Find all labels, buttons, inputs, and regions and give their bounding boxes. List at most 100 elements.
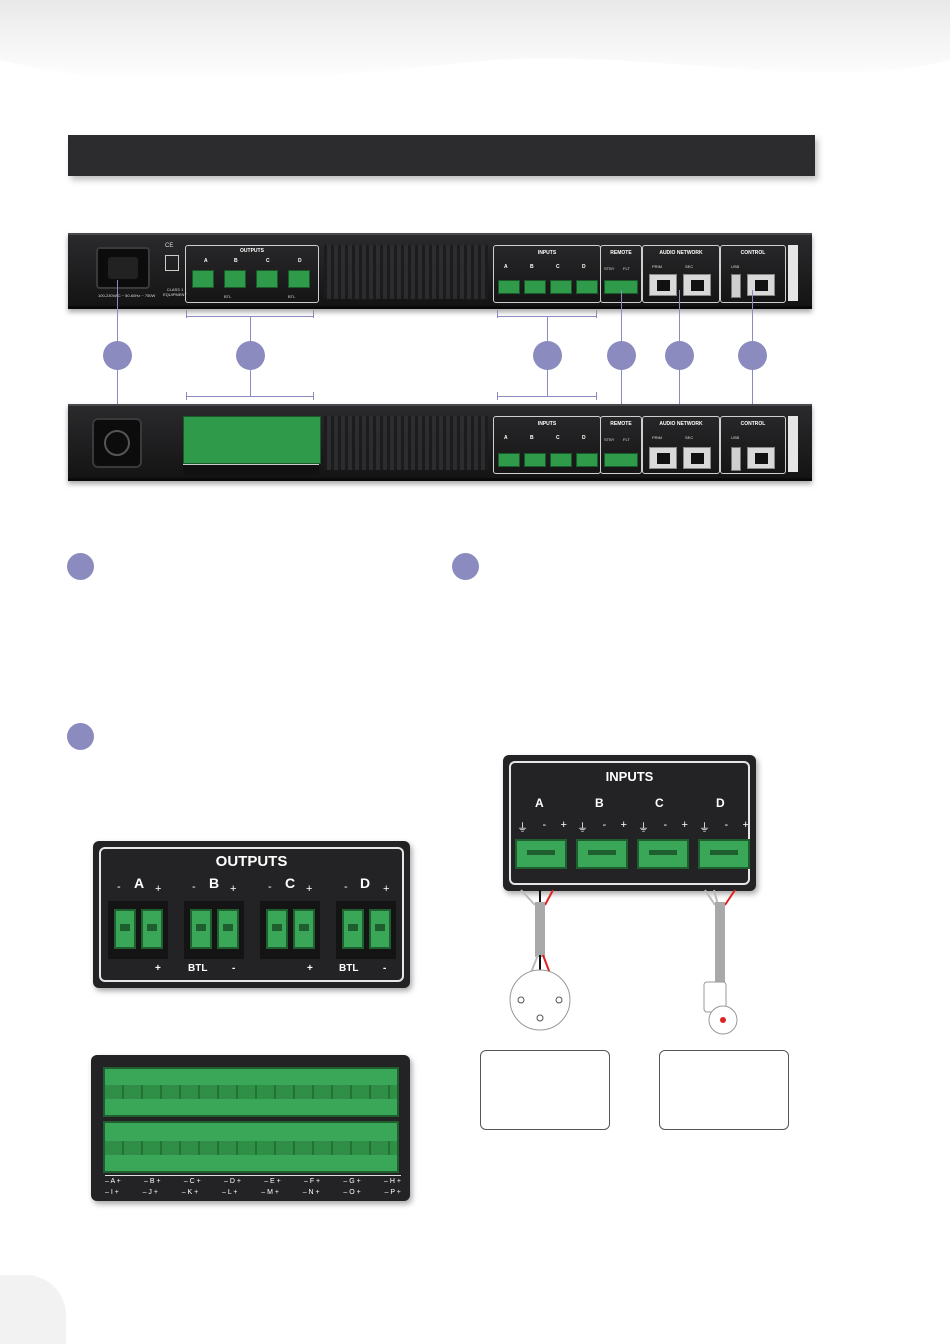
pin-minus: - (663, 819, 668, 831)
inputs-detail-channel-b: B (595, 796, 604, 810)
input-terminal-a (498, 280, 520, 294)
inputs-detail-terminal-b (576, 839, 628, 869)
pin-plus: + (742, 819, 749, 831)
outputs-bracket-top-right (313, 310, 314, 318)
terminal-legend-row-1: – A + – B + – C + – D + – E + – F + – G … (105, 1178, 401, 1185)
outputs-detail-plus-d: + (383, 883, 390, 895)
pin-minus: - (602, 819, 607, 831)
usb-port (731, 274, 741, 298)
power-rating-label: 100-230VAC ~ 50-60Hz ~ 750W (98, 293, 156, 298)
control-section-bottom: CONTROL USB (720, 416, 786, 474)
callout-circle-2 (236, 341, 265, 370)
prim-label-bottom: PRIM (652, 435, 662, 440)
ethernet-port-prim-bottom (649, 447, 677, 469)
input-channel-c: C (556, 264, 560, 270)
usb-port-bottom (731, 447, 741, 471)
audio-network-section-bottom: AUDIO NETWORK PRIM SEC (642, 416, 720, 474)
outputs-detail-terminal-d-minus (342, 909, 364, 949)
input-b-channel-a: A (504, 435, 508, 441)
callout-circle-4 (607, 341, 636, 370)
outputs-detail-bottom-btl-2: BTL (339, 963, 359, 974)
terminal-label-j: – J + (142, 1189, 158, 1196)
callout-circle-1 (103, 341, 132, 370)
ventilation-grille-bottom (324, 416, 488, 470)
inputs-detail-channel-c: C (655, 796, 664, 810)
inputs-title-bottom: INPUTS (537, 421, 557, 427)
xlr-connector-icon (509, 969, 571, 1031)
terminal-screws-lower (105, 1141, 397, 1155)
audio-network-title-bottom: AUDIO NETWORK (659, 421, 703, 427)
inputs-detail: INPUTS A B C D ⏚ - + ⏚ - + ⏚ - + ⏚ - + (503, 755, 756, 891)
inputs-bracket-top-right (596, 310, 597, 318)
terminal-screws-upper (105, 1085, 397, 1099)
multi-terminal-strip (183, 416, 321, 464)
outputs-detail-channel-a: A (134, 875, 145, 891)
terminal-label-h: – H + (383, 1178, 401, 1185)
remote-title: REMOTE (610, 250, 632, 256)
terminal-legend-strip (183, 464, 319, 475)
ce-mark-icon: CE (165, 243, 174, 249)
input-b-channel-b: B (530, 435, 534, 441)
btl-label-1: BTL (224, 294, 232, 299)
outputs-detail-terminal-a-plus (141, 909, 163, 949)
input-terminal-b (524, 280, 546, 294)
inputs-detail-frame (509, 761, 750, 885)
terminal-label-c: – C + (183, 1178, 201, 1185)
power-inlet (96, 247, 150, 289)
outputs-detail-frame (99, 847, 404, 982)
remote-terminal-bottom (604, 453, 638, 467)
page-corner (0, 1275, 66, 1344)
callout-circle-3 (533, 341, 562, 370)
input-b-terminal-d (576, 453, 598, 467)
sec-label: SEC (685, 264, 694, 269)
outputs-detail: OUTPUTS A B C D - + - + - + - + + BTL - … (93, 841, 410, 988)
callout-circle-6 (738, 341, 767, 370)
terminal-block-upper (103, 1067, 399, 1117)
inputs-section-bottom: INPUTS A B C D (493, 416, 601, 474)
output-channel-b: B (234, 258, 238, 264)
outputs-detail-terminal-d-plus (369, 909, 391, 949)
inputs-bracket-bottom (497, 396, 597, 397)
section-bullet-right-1 (452, 553, 479, 580)
outputs-detail-terminal-b-plus (217, 909, 239, 949)
outputs-title: OUTPUTS (240, 248, 264, 254)
inputs-bracket-bottom-left (497, 392, 498, 400)
outputs-detail-plus-c: + (306, 883, 313, 895)
outputs-bracket-top-left (186, 310, 187, 318)
input-b-terminal-a (498, 453, 520, 467)
input-channel-b: B (530, 264, 534, 270)
pin-plus: + (560, 819, 567, 831)
terminal-legend: – A + – B + – C + – D + – E + – F + – G … (105, 1175, 401, 1198)
section-bullet-left-2 (67, 723, 94, 750)
inputs-pins-a: ⏚ - + (517, 819, 567, 835)
control-title-bottom: CONTROL (740, 421, 766, 427)
terminal-label-g: – G + (343, 1178, 361, 1185)
ethernet-port-control-bottom (747, 447, 775, 469)
outputs-section: OUTPUTS A B C D BTL BTL (185, 245, 319, 303)
terminal-legend-row-2: – I + – J + – K + – L + – M + – N + – O … (105, 1189, 401, 1196)
input-b-terminal-c (550, 453, 572, 467)
outputs-detail-terminal-a-minus (114, 909, 136, 949)
output-channel-a: A (204, 258, 208, 264)
pin-minus: - (724, 819, 729, 831)
outputs-detail-bottom-minus-2: - (383, 963, 387, 974)
outputs-detail-bottom-plus-2: + (307, 963, 313, 974)
terminal-label-o: – O + (343, 1189, 361, 1196)
note-box-left (480, 1050, 610, 1130)
audio-network-title: AUDIO NETWORK (659, 250, 703, 256)
ground-icon: ⏚ (638, 822, 649, 834)
output-terminal-c (256, 270, 278, 288)
outputs-detail-minus-c: - (268, 881, 272, 893)
outputs-detail-plus-b: + (230, 883, 237, 895)
audio-network-section: AUDIO NETWORK PRIM SEC (642, 245, 720, 303)
remote-section-bottom: REMOTE STBY FLT (600, 416, 642, 474)
outputs-bracket-bottom-right (313, 392, 314, 400)
output-terminal-b (224, 270, 246, 288)
ethernet-port-sec (683, 274, 711, 296)
outputs-detail-minus-b: - (192, 881, 196, 893)
prim-label: PRIM (652, 264, 662, 269)
outputs-bracket-bottom-left (186, 392, 187, 400)
remote-flt-label: FLT (623, 266, 630, 271)
ground-icon: ⏚ (577, 822, 588, 834)
inputs-pins-d: ⏚ - + (699, 819, 749, 835)
